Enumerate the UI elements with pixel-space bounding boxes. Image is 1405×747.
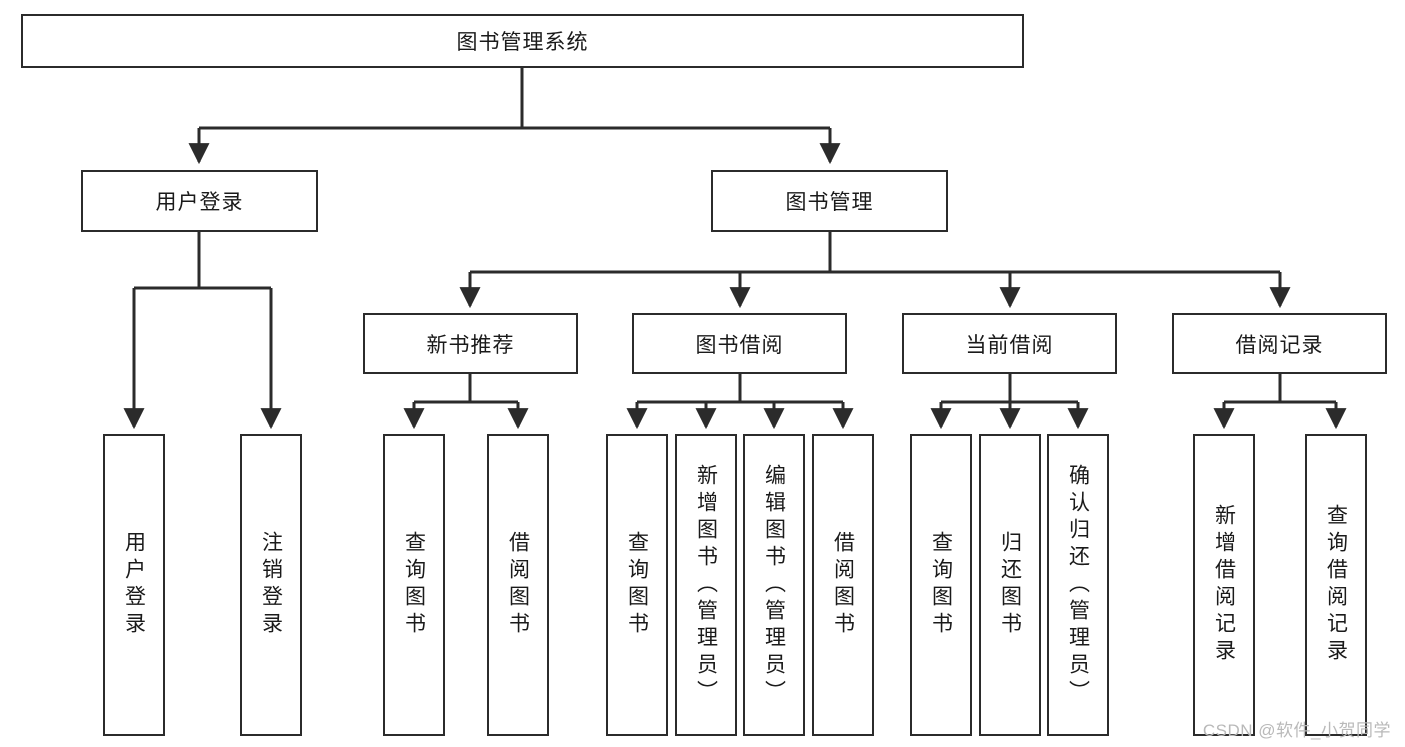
node-current-borrow[interactable]: 当前借阅 (902, 313, 1117, 374)
leaf-user-login[interactable]: 用户登录 (103, 434, 165, 736)
node-borrow-record-label: 借阅记录 (1235, 333, 1324, 357)
watermark: CSDN @软件_小贺同学 (1202, 721, 1391, 740)
node-book-borrow-label: 图书借阅 (695, 333, 784, 357)
node-new-book-recommend-label: 新书推荐 (426, 333, 515, 357)
node-current-borrow-label: 当前借阅 (965, 333, 1054, 357)
leaf-logout[interactable]: 注销登录 (240, 434, 302, 736)
node-borrow-record[interactable]: 借阅记录 (1172, 313, 1387, 374)
leaf-nb-query-book-label: 查询图书 (402, 531, 426, 639)
node-book-management-label: 图书管理 (785, 191, 874, 214)
leaf-nb-query-book[interactable]: 查询图书 (383, 434, 445, 736)
leaf-bb-edit-book[interactable]: 编辑图书（管理员） (743, 434, 805, 736)
leaf-br-query-record[interactable]: 查询借阅记录 (1305, 434, 1367, 736)
node-user-login-label: 用户登录 (155, 191, 244, 214)
leaf-bb-borrow-book[interactable]: 借阅图书 (812, 434, 874, 736)
leaf-br-add-record-label: 新增借阅记录 (1212, 504, 1236, 666)
leaf-cb-query-book[interactable]: 查询图书 (910, 434, 972, 736)
leaf-bb-edit-book-label: 编辑图书（管理员） (762, 463, 786, 707)
leaf-bb-add-book-label: 新增图书（管理员） (694, 463, 718, 707)
leaf-cb-query-book-label: 查询图书 (929, 531, 953, 639)
leaf-bb-add-book[interactable]: 新增图书（管理员） (675, 434, 737, 736)
leaf-nb-borrow-book-label: 借阅图书 (506, 531, 530, 639)
leaf-user-login-label: 用户登录 (122, 531, 146, 639)
leaf-cb-confirm-return-label: 确认归还（管理员） (1066, 463, 1090, 707)
node-root-label: 图书管理系统 (456, 31, 589, 54)
leaf-br-query-record-label: 查询借阅记录 (1324, 504, 1348, 666)
leaf-bb-borrow-book-label: 借阅图书 (831, 531, 855, 639)
leaf-logout-label: 注销登录 (259, 531, 283, 639)
leaf-br-add-record[interactable]: 新增借阅记录 (1193, 434, 1255, 736)
leaf-cb-return-book[interactable]: 归还图书 (979, 434, 1041, 736)
leaf-cb-confirm-return[interactable]: 确认归还（管理员） (1047, 434, 1109, 736)
node-book-borrow[interactable]: 图书借阅 (632, 313, 847, 374)
node-user-login[interactable]: 用户登录 (81, 170, 318, 232)
node-new-book-recommend[interactable]: 新书推荐 (363, 313, 578, 374)
leaf-bb-query-book[interactable]: 查询图书 (606, 434, 668, 736)
leaf-nb-borrow-book[interactable]: 借阅图书 (487, 434, 549, 736)
node-root[interactable]: 图书管理系统 (21, 14, 1024, 68)
node-book-management[interactable]: 图书管理 (711, 170, 948, 232)
leaf-bb-query-book-label: 查询图书 (625, 531, 649, 639)
leaf-cb-return-book-label: 归还图书 (998, 531, 1022, 639)
